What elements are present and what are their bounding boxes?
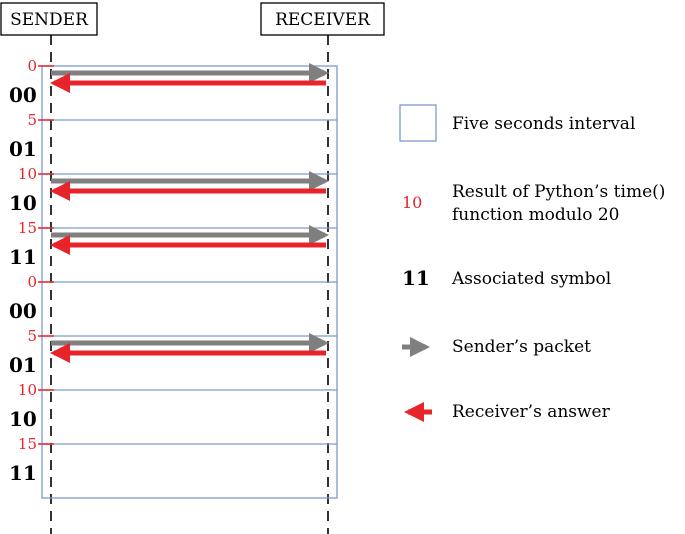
interval-grid [41, 65, 338, 499]
tick-label: 5 [27, 111, 37, 129]
legend: Five seconds interval 10 Result of Pytho… [399, 104, 665, 422]
legend-symbol-label: Associated symbol [451, 269, 611, 289]
receiver-label: RECEIVER [275, 10, 371, 30]
legend-interval-label: Five seconds interval [452, 114, 635, 134]
legend-time-label-line1: Result of Python’s time() [452, 182, 665, 202]
interval-symbol: 11 [9, 245, 37, 269]
legend-sender-label: Sender’s packet [452, 337, 591, 357]
sender-box [0, 2, 98, 36]
receiver-actor: RECEIVER [260, 2, 385, 36]
tick-label: 10 [18, 165, 37, 183]
interval-symbol: 10 [9, 191, 37, 215]
legend-time-label-line2: function modulo 20 [452, 205, 619, 225]
interval-symbol: 00 [9, 299, 37, 323]
message-arrows [50, 63, 329, 363]
tick-label: 0 [27, 273, 37, 291]
interval-symbol: 11 [9, 461, 37, 485]
receiver-box [260, 2, 385, 36]
legend-interval-swatch [399, 104, 437, 142]
sender-label: SENDER [10, 10, 89, 30]
legend-symbol-example: 11 [402, 266, 430, 290]
tick-label: 10 [18, 381, 37, 399]
interval-symbol: 00 [9, 83, 37, 107]
tick-label: 15 [18, 219, 37, 237]
sender-actor: SENDER [0, 2, 98, 36]
legend-receiver-label: Receiver’s answer [452, 402, 611, 422]
interval-symbol: 01 [9, 353, 37, 377]
tick-label: 15 [18, 435, 37, 453]
tick-label: 0 [27, 57, 37, 75]
legend-time-example: 10 [402, 193, 422, 212]
interval-symbol: 01 [9, 137, 37, 161]
interval-symbol: 10 [9, 407, 37, 431]
tick-label: 5 [27, 327, 37, 345]
